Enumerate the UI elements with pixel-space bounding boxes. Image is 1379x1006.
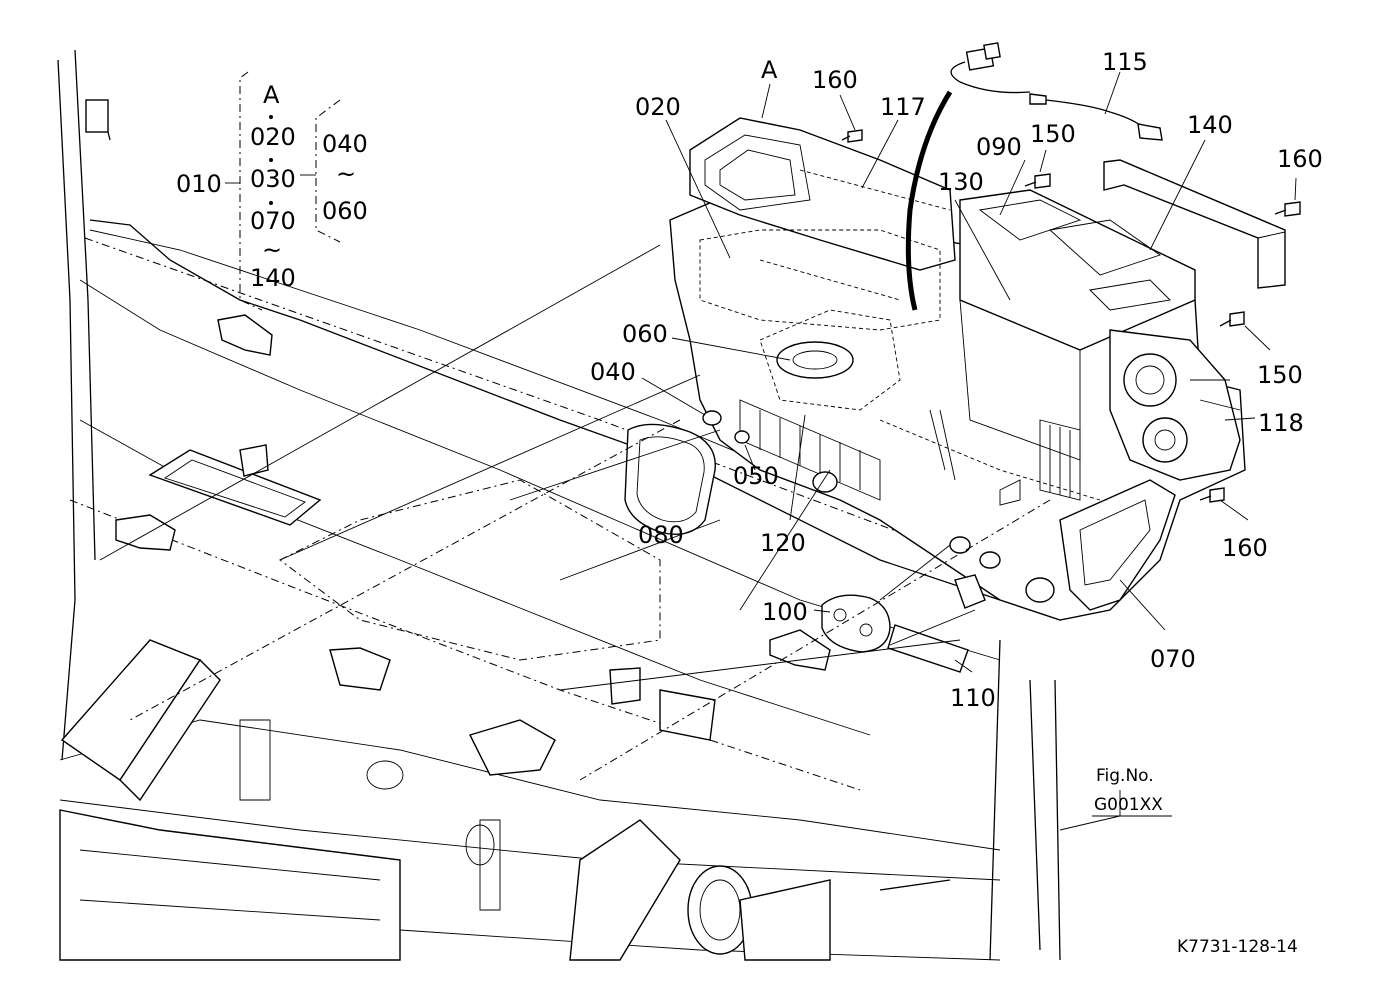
clip-bracket (85, 99, 109, 133)
fig-label: Fig.No. (1096, 766, 1154, 786)
legend-item-020: 020 (250, 123, 296, 151)
legend-item-030: 030 (250, 165, 296, 193)
blower-motor (1109, 329, 1241, 481)
upper-duct (689, 117, 956, 271)
callout-130: 130 (938, 168, 984, 196)
figure-info: Fig.No. G001XX K7731-128-14 (1092, 766, 1298, 957)
expansion-valve (776, 341, 854, 379)
o-ring-050 (734, 430, 750, 444)
bracket-c (239, 444, 269, 477)
legend-approx-2: ~ (336, 160, 356, 188)
vent-panel (148, 449, 322, 526)
seal-gasket-080 (624, 423, 716, 535)
sensor-wire-115 (950, 42, 1163, 141)
legend-item-140: 140 (250, 264, 296, 292)
side-port (1025, 577, 1055, 603)
legend-approx-1: ~ (262, 236, 282, 264)
callout-160-top: 160 (812, 66, 858, 94)
callout-160-right: 160 (1277, 145, 1323, 173)
cab-frame-outline (57, 49, 1061, 961)
pipe-port-1 (949, 536, 971, 554)
callout-160-lower: 160 (1222, 534, 1268, 562)
bracket-f (469, 719, 556, 776)
wire-harness (905, 90, 953, 311)
bracket-h (659, 689, 716, 741)
callout-a: A (761, 56, 778, 84)
bracket-a (217, 314, 273, 356)
drain-port (812, 471, 838, 493)
duct-box (739, 879, 831, 961)
seal-strip-140 (1103, 159, 1286, 289)
o-ring-040 (702, 410, 722, 426)
filter-grid (739, 399, 1081, 501)
callout-060: 060 (622, 320, 668, 348)
legend-ref-a: A (263, 81, 280, 109)
bracket-d (769, 629, 831, 671)
legend-brackets (225, 71, 341, 311)
callout-120: 120 (760, 529, 806, 557)
bracket-b (115, 514, 176, 551)
drawing-code: K7731-128-14 (1177, 937, 1298, 957)
legend-sub-040: 040 (322, 130, 368, 158)
callout-117: 117 (880, 93, 926, 121)
callout-150-right: 150 (1257, 361, 1303, 389)
callout-070: 070 (1150, 645, 1196, 673)
callout-090: 090 (976, 133, 1022, 161)
callout-150-top: 150 (1030, 120, 1076, 148)
legend-item-070: 070 (250, 207, 296, 235)
bracket-e (329, 647, 391, 691)
pipe-port-2 (979, 551, 1001, 569)
frame-member-center (569, 819, 681, 961)
hvac-unit (669, 90, 1246, 621)
callout-140: 140 (1187, 111, 1233, 139)
callout-020: 020 (635, 93, 681, 121)
legend-group-010: 010 (176, 170, 222, 198)
callout-110: 110 (950, 684, 996, 712)
callout-100: 100 (762, 598, 808, 626)
legend: A 010 020 030 070 ~ 140 040 ~ 060 (176, 81, 368, 292)
tape-110 (887, 624, 969, 673)
lower-duct (1059, 479, 1176, 611)
screws (841, 129, 1301, 503)
fig-number: G001XX (1094, 795, 1163, 815)
callouts: A 020 160 117 115 140 160 090 150 130 06… (590, 48, 1323, 712)
leader-lines (99, 71, 1297, 831)
callout-040: 040 (590, 358, 636, 386)
callout-115: 115 (1102, 48, 1148, 76)
callout-080: 080 (638, 521, 684, 549)
connector-block (954, 574, 986, 609)
bracket-g (609, 667, 641, 705)
callout-050: 050 (733, 462, 779, 490)
legend-sub-060: 060 (322, 197, 368, 225)
grommet-100 (821, 594, 891, 653)
lower-panel (59, 809, 401, 961)
callout-118: 118 (1258, 409, 1304, 437)
